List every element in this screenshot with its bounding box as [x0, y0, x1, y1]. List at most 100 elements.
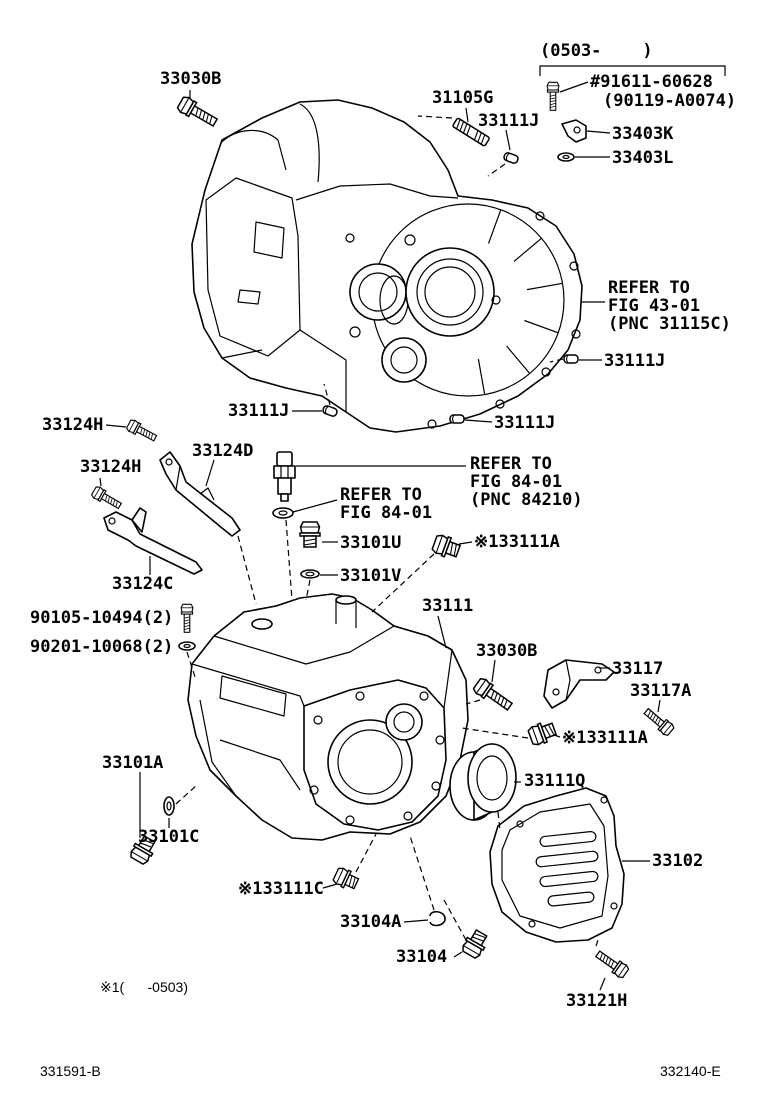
- callout-33124h-upper: 33124H: [42, 415, 103, 435]
- hole: [313, 715, 323, 725]
- callout-33117a: 33117A: [630, 681, 691, 701]
- bracket-body: [103, 511, 203, 575]
- bracket-33117: [543, 659, 615, 709]
- housing-bolt-holes: [345, 211, 581, 429]
- hole: [431, 781, 441, 791]
- hole: [345, 233, 355, 243]
- bore-main-mid: [416, 258, 484, 326]
- assembly-line: [371, 553, 435, 613]
- bolt-33121h: [593, 947, 631, 980]
- case-bore-inner: [337, 729, 403, 795]
- bracket-33124c: [103, 507, 203, 575]
- gasket-33104a: [429, 910, 446, 927]
- assembly-line: [305, 579, 311, 601]
- housing-ref-line-3: (PNC 31115C): [608, 314, 731, 334]
- assembly-line: [237, 535, 257, 605]
- callout-90201-10068: 90201-10068(2): [30, 637, 173, 657]
- leader-lines: [99, 81, 661, 991]
- bracket-line: [539, 65, 726, 76]
- hole: [435, 735, 445, 745]
- bracket-bend: [175, 465, 215, 501]
- callout-91611-60628: #91611-60628: [590, 72, 713, 92]
- sensor-ref-line-1: REFER TO: [470, 454, 552, 474]
- callout-labels: (0503- ) #91611-60628 (90119-A0074) 3340…: [30, 41, 736, 1011]
- washer-inner: [278, 510, 288, 516]
- plug-133111c: [331, 865, 361, 893]
- gasket-outer: [300, 569, 320, 579]
- pin-33111j-right: [563, 354, 579, 364]
- hole: [491, 295, 501, 305]
- cover-slot: [539, 870, 599, 888]
- callout-33101v: 33101V: [340, 566, 401, 586]
- applicability-header: (0503- ): [540, 41, 653, 61]
- bracket-hole: [108, 517, 116, 525]
- bolt-33124h-upper: [125, 417, 159, 445]
- bolt-33030b-upper: [175, 94, 221, 131]
- footer-right-code: 332140-E: [660, 1063, 721, 1079]
- leader-line: [464, 419, 493, 423]
- leader-line: [505, 129, 511, 151]
- assembly-line: [417, 115, 453, 119]
- assembly-line: [186, 651, 197, 681]
- callout-33101c: 33101C: [138, 827, 199, 847]
- bolt-33124h-lower: [90, 484, 124, 512]
- case-boss-cylinder: [335, 600, 357, 628]
- washer-outer: [272, 507, 294, 519]
- assembly-line: [461, 727, 529, 739]
- assembly-line: [443, 899, 467, 941]
- case-pan: [219, 675, 287, 717]
- plug-133111a-upper: [430, 532, 463, 562]
- washer-90201-10068: [178, 641, 196, 651]
- bolt-90105-10494: [180, 603, 194, 633]
- sensor-tip: [280, 493, 289, 502]
- transaxle-housing-upper: [191, 99, 583, 433]
- assembly-line: [409, 835, 435, 911]
- sensor-ref-line-2: FIG 84-01: [470, 472, 562, 492]
- leader-line: [322, 883, 338, 889]
- sensor-ref-line-3: (PNC 84210): [470, 490, 583, 510]
- leader-line: [491, 659, 496, 683]
- gasket-33101c: [163, 796, 175, 816]
- gasket-inner: [305, 571, 315, 577]
- callout-33124d: 33124D: [192, 441, 253, 461]
- callout-133111a-lower: ※133111A: [562, 728, 648, 748]
- plug-33101u: [299, 521, 321, 548]
- assembly-line: [595, 939, 599, 947]
- assembly-line: [175, 783, 199, 805]
- gasket-ring: [429, 910, 446, 927]
- sensor-body: [277, 477, 292, 495]
- hole: [309, 785, 319, 795]
- case-bore-outer: [327, 719, 413, 805]
- washer-inner: [562, 154, 570, 160]
- callout-33102: 33102: [652, 851, 703, 871]
- leader-line: [553, 734, 561, 738]
- hole: [345, 815, 355, 825]
- bracket-hole: [552, 688, 560, 696]
- callout-33104: 33104: [396, 947, 447, 967]
- hole: [541, 367, 551, 377]
- seal-33111q: [449, 743, 517, 821]
- bracket-33124d: [159, 451, 241, 537]
- assembly-line: [497, 811, 501, 831]
- callout-33111q: 33111Q: [524, 771, 585, 791]
- gasket-inner: [166, 801, 172, 811]
- seal-front: [467, 743, 517, 813]
- leader-line: [105, 424, 127, 428]
- case-bore-upper-inner: [393, 711, 415, 733]
- hole: [404, 234, 416, 246]
- footnote: ※1( -0503): [100, 979, 188, 995]
- assembly-line: [355, 833, 377, 873]
- leader-line: [465, 107, 469, 123]
- cover-hole: [600, 796, 608, 804]
- bore-left-inner: [358, 272, 398, 312]
- housing-ref-line-1: REFER TO: [608, 278, 690, 298]
- plug-33104: [459, 927, 491, 961]
- bracket-hole: [573, 126, 581, 134]
- hole: [535, 211, 545, 221]
- leader-line: [205, 459, 215, 487]
- hole: [569, 261, 579, 271]
- leader-line: [99, 477, 102, 487]
- case-flange-holes: [309, 691, 445, 825]
- leader-line: [599, 977, 606, 991]
